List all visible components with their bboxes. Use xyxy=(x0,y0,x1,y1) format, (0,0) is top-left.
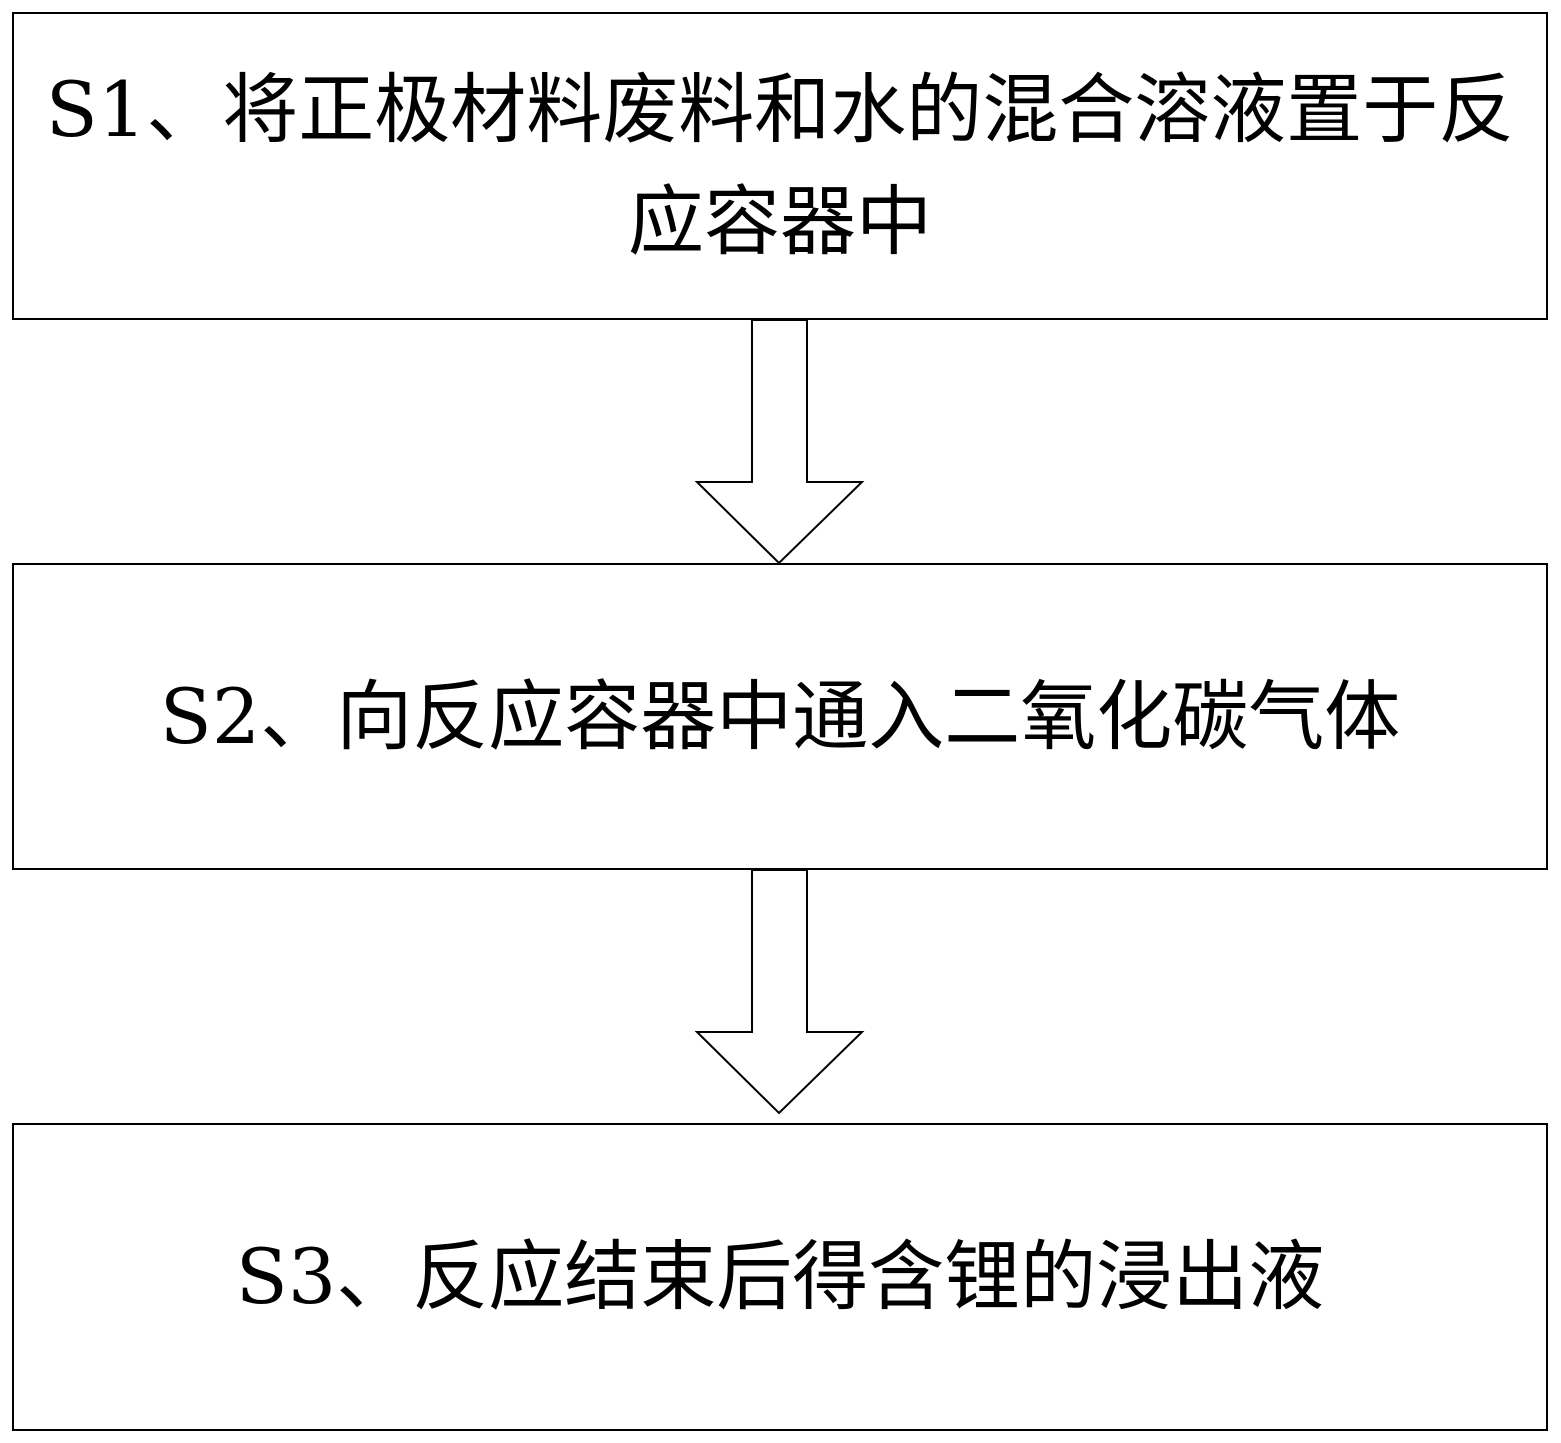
step-s3-text: S3、反应结束后得含锂的浸出液 xyxy=(235,1232,1325,1321)
step-s1-box: S1、将正极材料废料和水的混合溶液置于反应容器中 xyxy=(12,12,1548,320)
arrow-s2-to-s3 xyxy=(694,869,865,1115)
arrow-s1-to-s2 xyxy=(694,319,865,565)
step-s3-box: S3、反应结束后得含锂的浸出液 xyxy=(12,1123,1548,1431)
step-s1-text: S1、将正极材料废料和水的混合溶液置于反应容器中 xyxy=(45,65,1515,266)
step-s2-text: S2、向反应容器中通入二氧化碳气体 xyxy=(159,671,1401,761)
step-s2-box: S2、向反应容器中通入二氧化碳气体 xyxy=(12,563,1548,870)
